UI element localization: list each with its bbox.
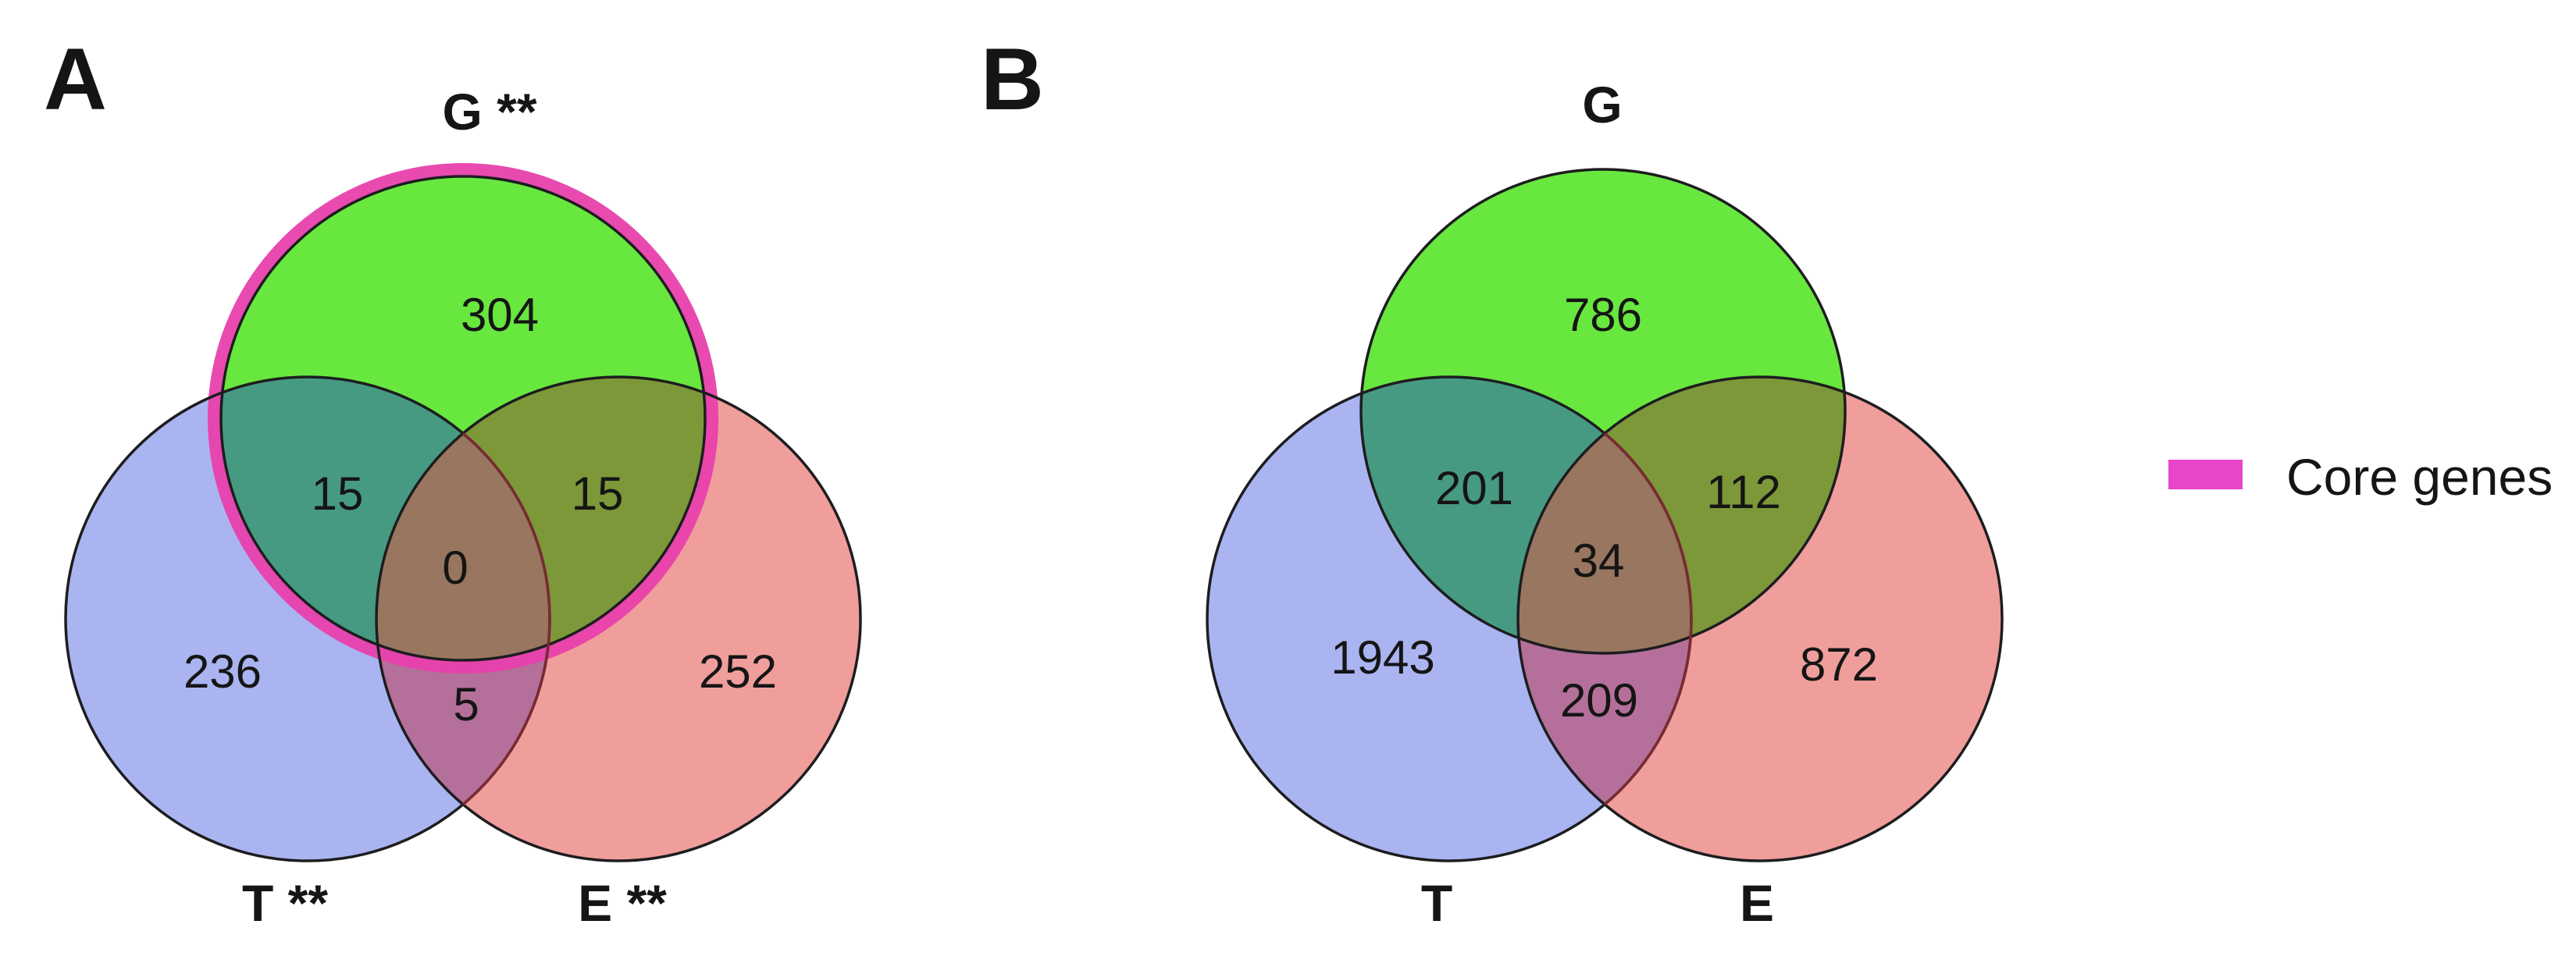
panelB-set-label-E: E [1740, 874, 1774, 932]
legend-core-genes-label: Core genes [2286, 448, 2553, 506]
panelB-inner-arc-maroon-shape [1518, 377, 1693, 861]
panelB-value-GE: 112 [1706, 466, 1781, 518]
panelA-value-TE: 5 [453, 678, 479, 730]
panelB-value-TE: 209 [1560, 674, 1638, 727]
panelB-outline-G [1359, 168, 1847, 655]
panelA-outline-G [219, 175, 707, 662]
panel-letter-A: A [44, 30, 107, 128]
panelB-inner-arc-maroon [1518, 377, 1693, 861]
panelB-set-label-T: T [1421, 874, 1452, 932]
panelB-value-T: 1943 [1331, 631, 1434, 684]
venn-panel-A: A G ** T ** E ** 304 15 15 0 236 5 252 [44, 30, 862, 932]
panelA-value-GE: 15 [572, 467, 624, 520]
venn-panel-B: B G T E 786 201 112 34 1943 209 872 [981, 30, 2004, 932]
panelB-value-GT: 201 [1435, 462, 1513, 514]
panelB-outline-E [1516, 375, 2004, 862]
panelB-set-label-G: G [1582, 76, 1622, 133]
panelA-set-label-T: T ** [242, 874, 328, 932]
panelA-inner-arc-maroon [376, 377, 551, 861]
panelA-core-genes-ring [208, 163, 718, 674]
panelA-set-label-E: E ** [578, 874, 667, 932]
panelB-value-E: 872 [1800, 638, 1878, 691]
panelA-value-T: 236 [183, 645, 262, 698]
legend-core-genes-swatch [2168, 460, 2243, 489]
legend: Core genes [2168, 448, 2553, 506]
panelA-value-GT: 15 [312, 467, 364, 520]
panel-letter-B: B [981, 30, 1044, 128]
panelA-inner-arc-maroon-shape [376, 377, 551, 861]
panelB-value-GTE: 34 [1573, 535, 1625, 587]
panelA-value-E: 252 [699, 645, 777, 698]
panelA-outline-E [375, 375, 862, 862]
panelB-value-G: 786 [1564, 289, 1642, 341]
panelA-set-label-G: G ** [442, 83, 536, 140]
panelA-value-GTE: 0 [442, 542, 468, 594]
panelA-value-G: 304 [461, 289, 539, 341]
